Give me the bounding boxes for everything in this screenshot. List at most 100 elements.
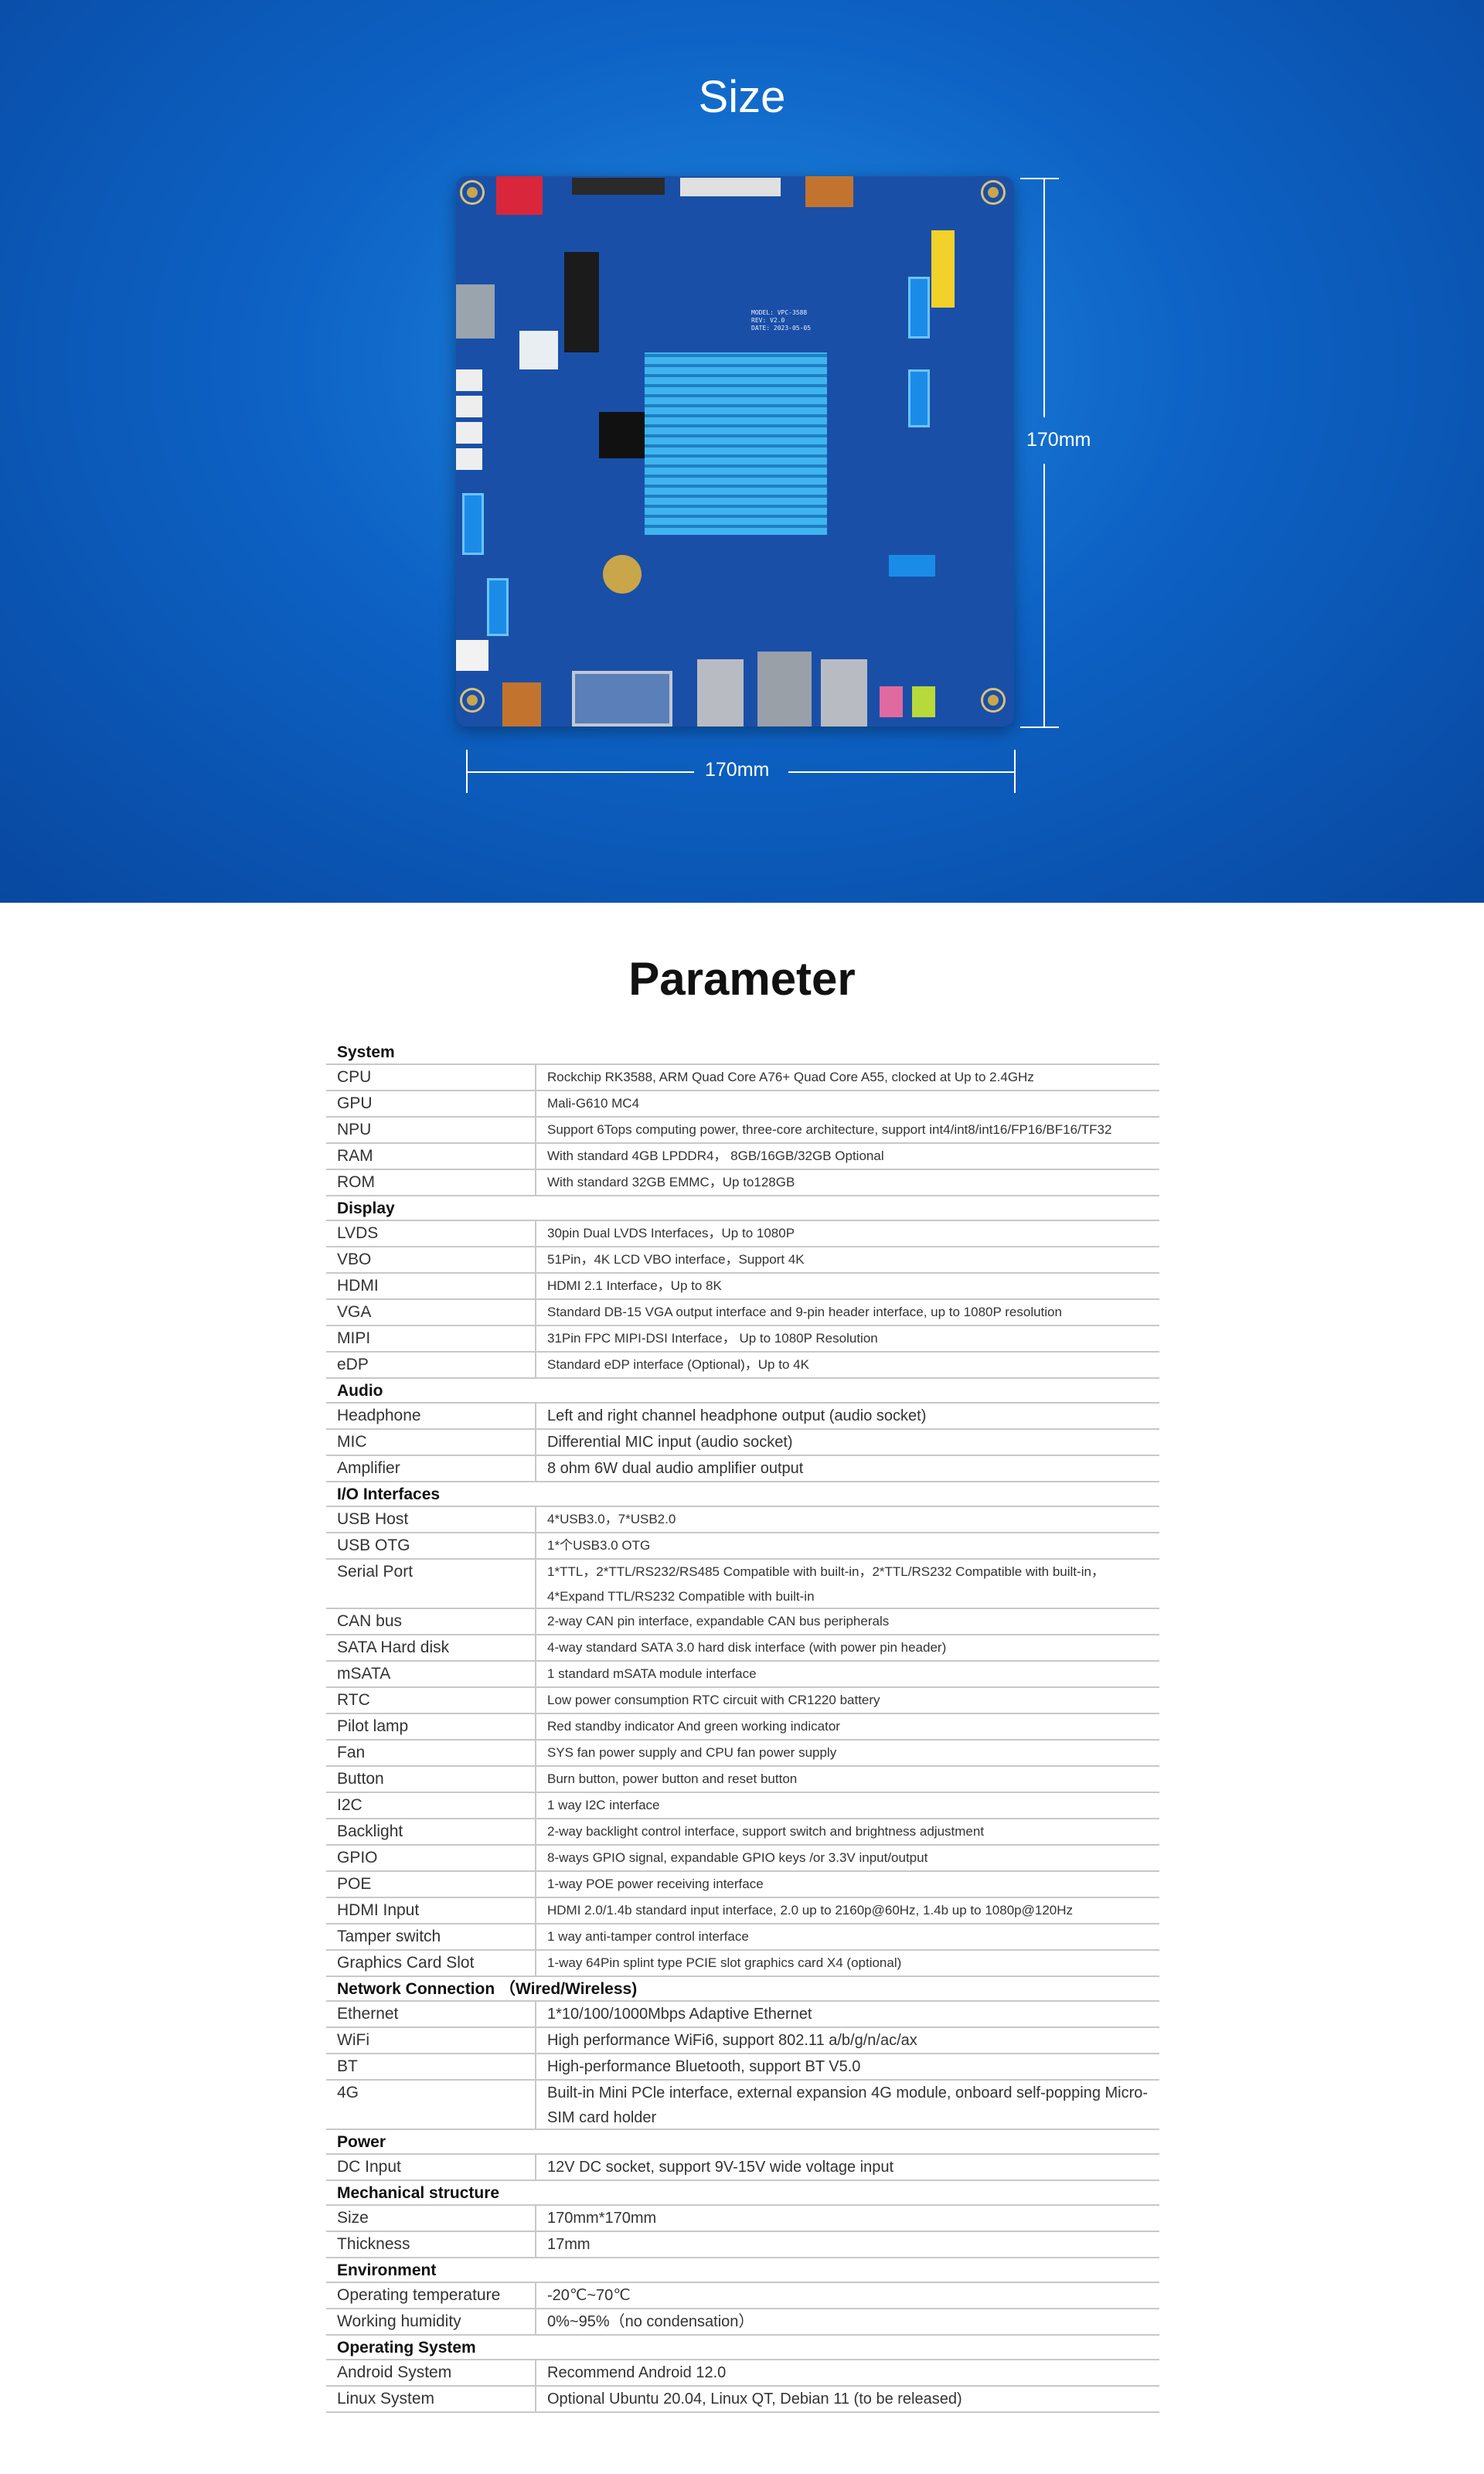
spec-value: HDMI 2.0/1.4b standard input interface, … xyxy=(547,1903,1074,1918)
spec-value: SYS fan power supply and CPU fan power s… xyxy=(547,1745,837,1760)
spec-label: WiFi xyxy=(326,2028,536,2053)
spec-value: 1*个USB3.0 OTG xyxy=(547,1538,651,1553)
spec-value: 51Pin，4K LCD VBO interface，Support 4K xyxy=(547,1252,805,1267)
spec-value: 4*USB3.0，7*USB2.0 xyxy=(547,1512,676,1526)
spec-value: 30pin Dual LVDS Interfaces，Up to 1080P xyxy=(547,1226,795,1240)
ethernet-port xyxy=(757,652,812,727)
width-dimension-line xyxy=(466,771,694,773)
spec-label: Thickness xyxy=(326,2232,536,2257)
spec-label: MIC xyxy=(326,1430,536,1455)
spec-value: 0%~95%（no condensation） xyxy=(547,2313,754,2330)
table-row: LVDS 30pin Dual LVDS Interfaces，Up to 108… xyxy=(326,1221,1159,1247)
spec-label: Tamper switch xyxy=(326,1924,536,1949)
spec-label: Operating temperature xyxy=(326,2283,536,2308)
spec-value: Built-in Mini PCle interface, external e… xyxy=(547,2084,1149,2126)
hdmi-port xyxy=(502,682,541,727)
table-row: Operating temperature -20℃~70℃ xyxy=(326,2283,1159,2309)
fan-connectors xyxy=(931,230,955,308)
spec-value: Mali-G610 MC4 xyxy=(547,1096,640,1111)
section-heading: Power xyxy=(326,2130,1159,2155)
spec-label: Ethernet xyxy=(326,2002,536,2027)
spec-label: BT xyxy=(326,2054,536,2079)
spec-value: 170mm*170mm xyxy=(547,2210,657,2227)
vga-port xyxy=(572,671,672,727)
mounting-hole xyxy=(983,182,1003,202)
spec-value: 1-way 64Pin splint type PCIE slot graphi… xyxy=(547,1955,902,1970)
section-heading: Mechanical structure xyxy=(326,2181,1159,2206)
headphone-jack xyxy=(912,686,935,717)
spec-value: 17mm xyxy=(547,2236,591,2253)
spec-value: 1*TTL，2*TTL/RS232/RS485 Compatible with … xyxy=(547,1564,1104,1604)
spec-value: With standard 4GB LPDDR4， 8GB/16GB/32GB … xyxy=(547,1149,884,1163)
table-row: Android System Recommend Android 12.0 xyxy=(326,2360,1159,2387)
size-banner: Size MODEL: VPC-3588 REV: V2.0 DATE: 202… xyxy=(0,0,1484,903)
spec-value: -20℃~70℃ xyxy=(547,2287,631,2304)
spec-value: High-performance Bluetooth, support BT V… xyxy=(547,2058,861,2075)
heatsink xyxy=(645,352,827,535)
spec-label: MIPI xyxy=(326,1326,536,1351)
sim-slot xyxy=(456,284,495,339)
mounting-hole xyxy=(462,690,482,710)
spec-value: HDMI 2.1 Interface，Up to 8K xyxy=(547,1278,722,1293)
hdmi-port xyxy=(805,176,853,207)
usb3-header xyxy=(889,555,935,577)
spec-value: Recommend Android 12.0 xyxy=(547,2364,727,2381)
spec-value: 1 way anti-tamper control interface xyxy=(547,1929,749,1944)
table-row: 4G Built-in Mini PCle interface, external… xyxy=(326,2081,1159,2130)
table-row: VBO 51Pin，4K LCD VBO interface，Support 4K xyxy=(326,1247,1159,1274)
spec-label: RAM xyxy=(326,1144,536,1169)
spec-value: Optional Ubuntu 20.04, Linux QT, Debian … xyxy=(547,2391,962,2408)
spec-label: SATA Hard disk xyxy=(326,1635,536,1660)
power-connector xyxy=(496,176,543,215)
usb-port xyxy=(697,659,744,727)
sata-port xyxy=(462,493,484,555)
spec-value: 4-way standard SATA 3.0 hard disk interf… xyxy=(547,1640,947,1655)
fpc-connector xyxy=(680,178,781,196)
spec-label: Amplifier xyxy=(326,1456,536,1481)
spec-label: USB OTG xyxy=(326,1533,536,1558)
board-marking: MODEL: VPC-3588 REV: V2.0 DATE: 2023-05-… xyxy=(751,309,812,332)
height-dimension-line xyxy=(1043,178,1045,417)
sata-port xyxy=(487,578,509,636)
spec-label: CPU xyxy=(326,1065,536,1090)
spec-label: mSATA xyxy=(326,1662,536,1686)
spec-value: Left and right channel headphone output … xyxy=(547,1407,927,1424)
section-heading: Network Connection （Wired/Wireless) xyxy=(326,1977,1159,2002)
section-heading: I/O Interfaces xyxy=(326,1482,1159,1507)
dc-jack xyxy=(456,640,488,671)
spec-label: I2C xyxy=(326,1793,536,1818)
table-row: SATA Hard disk 4-way standard SATA 3.0 ha… xyxy=(326,1635,1159,1662)
spec-label: Pilot lamp xyxy=(326,1714,536,1739)
usb-port xyxy=(821,659,867,727)
table-row: Thickness 17mm xyxy=(326,2232,1159,2258)
rtc-battery xyxy=(603,555,642,594)
spec-label: CAN bus xyxy=(326,1609,536,1634)
spec-label: VBO xyxy=(326,1247,536,1272)
spec-label: 4G xyxy=(326,2081,536,2129)
spec-value: Support 6Tops computing power, three-cor… xyxy=(547,1122,1112,1137)
section-heading: Audio xyxy=(326,1379,1159,1404)
spec-label: USB Host xyxy=(326,1507,536,1532)
height-label: 170mm xyxy=(1026,429,1091,451)
spec-label: Serial Port xyxy=(326,1560,536,1608)
table-row: Serial Port 1*TTL，2*TTL/RS232/RS485 Compa… xyxy=(326,1560,1159,1609)
spec-label: LVDS xyxy=(326,1221,536,1246)
spec-label: Android System xyxy=(326,2360,536,2385)
sata-port xyxy=(908,369,930,427)
mic-jack xyxy=(880,686,903,717)
height-dimension-line xyxy=(1043,464,1045,727)
spec-label: Backlight xyxy=(326,1819,536,1844)
spec-label: HDMI Input xyxy=(326,1898,536,1923)
